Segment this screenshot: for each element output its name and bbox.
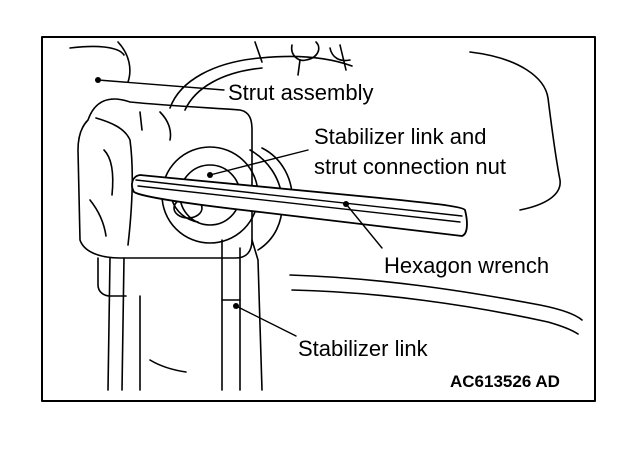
lower-contour bbox=[289, 274, 583, 335]
strut-assembly-shape bbox=[77, 98, 263, 391]
leader-lines bbox=[97, 79, 383, 337]
figure-code: AC613526 AD bbox=[450, 372, 560, 391]
label-hexagon-wrench: Hexagon wrench bbox=[384, 253, 550, 278]
leader-hexagon-wrench bbox=[345, 203, 383, 249]
hexagon-wrench-shape bbox=[131, 174, 468, 237]
figure-frame bbox=[41, 36, 596, 402]
label-connection-nut-line1: Stabilizer link and bbox=[314, 124, 487, 149]
leader-strut-assembly bbox=[97, 79, 225, 91]
label-stabilizer-link: Stabilizer link bbox=[298, 336, 428, 361]
label-strut-assembly: Strut assembly bbox=[228, 80, 374, 105]
leader-connection-nut bbox=[209, 149, 309, 176]
label-connection-nut-line2: strut connection nut bbox=[314, 154, 507, 179]
stabilizer-link-shape bbox=[221, 239, 241, 391]
leader-stabilizer-link bbox=[235, 305, 297, 337]
